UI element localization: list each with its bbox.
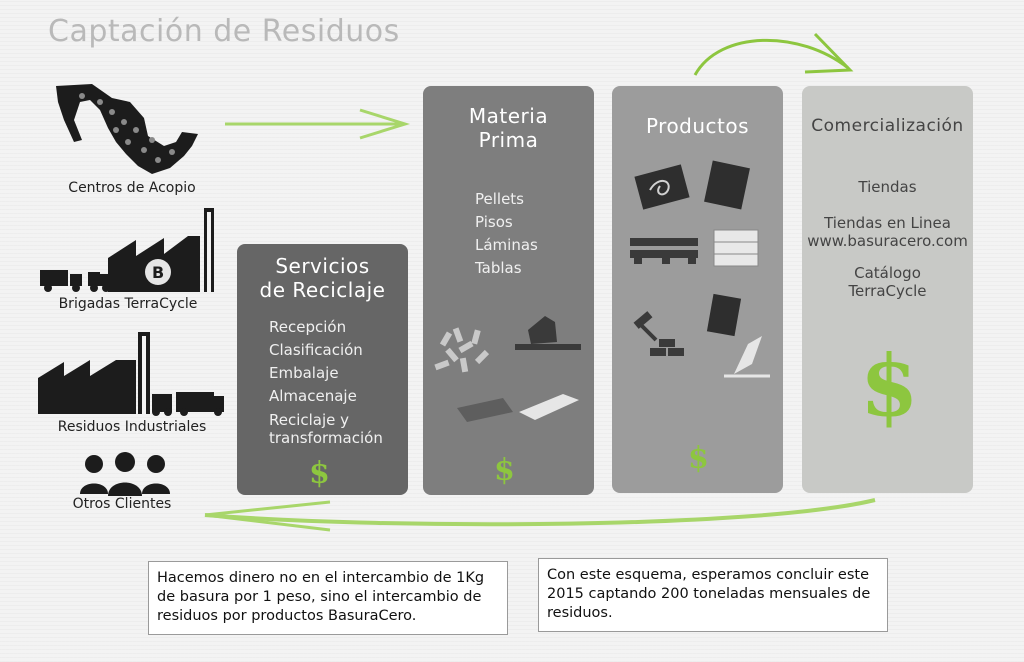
source-label-otros: Otros Clientes xyxy=(72,496,172,512)
mexico-map-icon xyxy=(56,84,198,174)
materia-item: Tablas xyxy=(475,259,522,277)
people-icon xyxy=(80,452,170,496)
pallet-icon xyxy=(630,238,698,264)
source-label-industriales: Residuos Industriales xyxy=(57,419,207,435)
servicios-item: Embalaje xyxy=(269,364,339,382)
boot-floor-icon xyxy=(515,316,581,350)
pellets-icon xyxy=(434,327,490,373)
dollar-icon: $ xyxy=(494,453,515,488)
note-right: Con este esquema, esperamos concluir est… xyxy=(538,558,888,632)
comercializacion-title: Comercialización xyxy=(811,116,964,136)
source-label-centros: Centros de Acopio xyxy=(68,180,196,196)
materia-item: Láminas xyxy=(475,236,538,254)
servicios-item: Almacenaje xyxy=(269,387,357,405)
card-comercializacion: Comercialización Tiendas Tiendas en Line… xyxy=(802,86,973,493)
dollar-icon: $ xyxy=(309,456,330,491)
factory-trucks-icon: B xyxy=(40,208,214,292)
materia-item: Pisos xyxy=(475,213,513,231)
materia-title-line2: Prima xyxy=(478,128,539,152)
card-productos: Productos xyxy=(612,86,783,493)
servicios-item: Reciclaje y xyxy=(269,411,350,429)
notebook-icon xyxy=(704,160,750,210)
materia-title-line1: Materia xyxy=(468,104,549,128)
products-icons xyxy=(630,160,770,378)
servicios-item: Recepción xyxy=(269,318,347,336)
comercializacion-item-catalogo: Catálogo xyxy=(854,264,921,282)
arrow-right-icon xyxy=(225,108,411,140)
note-left: Hacemos dinero no en el intercambio de 1… xyxy=(148,561,508,635)
card-materia-prima: Materia Prima Pellets Pisos Láminas Tabl… xyxy=(423,86,594,495)
return-arrow-icon xyxy=(204,498,876,532)
materia-item: Pellets xyxy=(475,190,524,208)
hammer-bricks-icon xyxy=(633,311,684,356)
comercializacion-item-terracycle: TerraCycle xyxy=(848,282,927,300)
productos-title: Productos xyxy=(645,114,750,138)
sheets-icon xyxy=(457,394,579,422)
servicios-title-line2: de Reciclaje xyxy=(259,278,386,302)
bag-icon xyxy=(634,164,690,210)
industrial-factory-icon xyxy=(38,332,224,416)
comercializacion-item-tiendas: Tiendas xyxy=(858,178,917,196)
card-servicios-reciclaje: Servicios de Reciclaje Recepción Clasifi… xyxy=(237,244,408,495)
page-title: Captación de Residuos xyxy=(48,14,400,49)
comercializacion-item-url: www.basuracero.com xyxy=(807,232,968,250)
source-label-brigadas: Brigadas TerraCycle xyxy=(58,296,198,312)
comercializacion-item-online: Tiendas en Linea xyxy=(824,214,951,232)
dollar-icon: $ xyxy=(688,441,709,476)
servicios-item: Clasificación xyxy=(269,341,363,359)
chair-icon xyxy=(724,336,770,378)
drawer-icon xyxy=(713,229,759,267)
servicios-item: transformación xyxy=(269,429,383,447)
servicios-title-line1: Servicios xyxy=(275,254,370,278)
svg-text:B: B xyxy=(152,263,164,282)
materials-icons xyxy=(434,316,581,422)
curved-arrow-icon xyxy=(693,32,854,76)
big-dollar-icon: $ xyxy=(860,336,919,435)
notepad-icon xyxy=(706,293,742,337)
